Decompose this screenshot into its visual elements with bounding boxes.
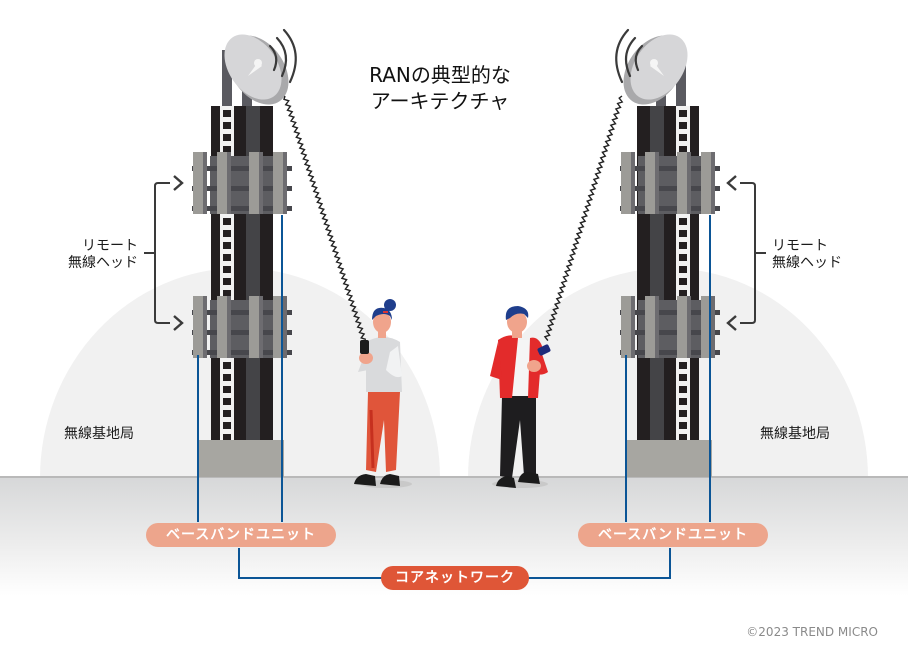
smartphone-icon [537,344,551,356]
remote-radio-head-label-line2: 無線ヘッド [772,255,842,271]
remote-radio-head-label-line2: 無線ヘッド [68,255,138,271]
remote-radio-head-label-left: リモート 無線ヘッド [54,238,138,272]
remote-radio-head-label-line1: リモート [82,238,138,254]
backhaul-cables [238,548,671,579]
diagram-title: RANの典型的な アーキテクチャ [330,62,550,114]
baseband-unit-left: ベースバンドユニット [146,523,336,547]
user-man [490,306,551,488]
signal-waves-right-icon [615,28,644,84]
dish-antenna-right-icon [623,34,688,105]
diagram-title-line2: アーキテクチャ [370,89,510,113]
diagram-title-line1: RANの典型的な [369,63,511,87]
remote-radio-head-lower-right [620,296,720,358]
core-network: コアネットワーク [381,566,529,590]
radio-head-bracket-left [144,175,184,331]
remote-radio-head-label-right: リモート 無線ヘッド [772,238,862,272]
signal-waves-left-icon [268,28,297,84]
fronthaul-cables [197,215,711,522]
copyright: ©2023 TREND MICRO [746,625,878,639]
baseband-unit-right: ベースバンドユニット [578,523,768,547]
radio-link-left [283,95,367,341]
tower-right [615,28,720,477]
user-woman [354,299,412,488]
dish-antenna-left-icon [224,34,289,105]
radio-link-right [543,95,624,342]
base-station-label-left: 無線基地局 [64,426,134,442]
base-station-label-right: 無線基地局 [760,426,830,442]
radio-head-bracket-right [726,175,766,331]
remote-radio-head-lower-left [192,296,292,358]
remote-radio-head-label-line1: リモート [772,238,828,254]
remote-radio-head-upper-right [620,152,720,214]
remote-radio-head-upper-left [192,152,292,214]
smartphone-icon [360,340,369,354]
tower-left [192,28,297,477]
